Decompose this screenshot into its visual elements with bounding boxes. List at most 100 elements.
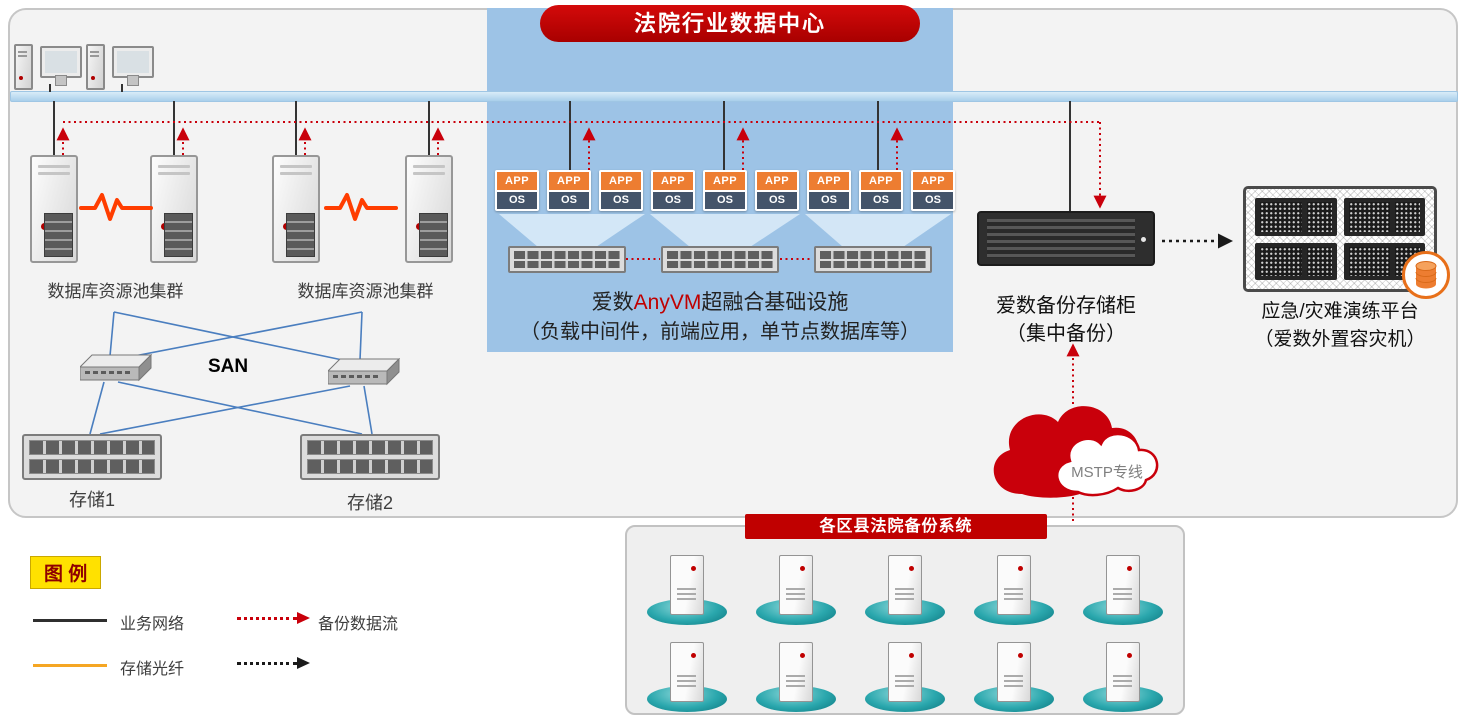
hci-storage-array-icon [814, 246, 932, 273]
server-icon [644, 632, 730, 712]
app-os-unit: APP OS [755, 170, 799, 211]
server-tower [887, 555, 922, 615]
backup-cabinet-label-1: 爱数备份存储柜 [996, 295, 1136, 317]
os-badge: OS [757, 192, 797, 209]
os-badge: OS [497, 192, 537, 209]
database-server-icon [30, 155, 78, 263]
hci-title: 爱数AnyVM超融合基础设施 [489, 286, 951, 316]
app-badge: APP [653, 172, 693, 190]
app-badge: APP [861, 172, 901, 190]
server-icon [971, 545, 1057, 625]
os-badge: OS [549, 192, 589, 209]
server-disk-stack [419, 213, 448, 257]
server-icon [1080, 632, 1166, 712]
drive-row [307, 440, 433, 455]
hci-storage-array-icon [661, 246, 779, 273]
server-icon [971, 632, 1057, 712]
branch-court-server [741, 625, 850, 712]
workstation-monitor-icon [40, 46, 82, 78]
database-icon [1402, 251, 1450, 299]
server-tower [997, 642, 1032, 702]
backup-cabinet-icon [977, 211, 1155, 266]
dr-server-unit [1343, 198, 1425, 236]
workstation-monitor-icon [112, 46, 154, 78]
dr-platform-label-1: 应急/灾难演练平台 [1261, 301, 1419, 322]
legend-storage-fiber-line [33, 664, 107, 667]
legend-backup-flow-label: 备份数据流 [318, 616, 399, 633]
drive-row [820, 260, 926, 268]
server-icon [1080, 545, 1166, 625]
app-badge: APP [549, 172, 589, 190]
branch-court-server [632, 538, 741, 625]
legend-title: 图 例 [30, 556, 102, 589]
dr-server-unit [1255, 198, 1337, 236]
dr-server-unit [1255, 242, 1337, 280]
branch-court-server [1069, 625, 1178, 712]
os-badge: OS [601, 192, 641, 209]
server-tower [669, 555, 704, 615]
drive-row [667, 251, 773, 259]
workstation-tower-icon [14, 44, 33, 90]
os-badge: OS [861, 192, 901, 209]
hci-title-product: AnyVM [633, 291, 702, 314]
server-tower [1106, 555, 1141, 615]
server-tower [1106, 642, 1141, 702]
cluster2-label: 数据库资源池集群 [297, 282, 434, 301]
drive-row [820, 251, 926, 259]
backup-cabinet-label-2: （集中备份） [1006, 323, 1126, 345]
hci-title-brand: 爱数 [591, 291, 634, 314]
cluster1-label: 数据库资源池集群 [47, 282, 184, 301]
app-os-unit: APP OS [859, 170, 903, 211]
server-disk-stack [164, 213, 193, 257]
os-badge: OS [705, 192, 745, 209]
server-tower [778, 642, 813, 702]
datacenter-title-banner: 法院行业数据中心 [540, 5, 920, 42]
branch-court-server [1069, 538, 1178, 625]
drive-row [29, 440, 155, 455]
storage-array-icon [300, 434, 440, 480]
hci-title-rest: 超融合基础设施 [701, 291, 849, 314]
mstp-cloud-label: MSTP专线 [1071, 464, 1143, 481]
server-disk-stack [286, 213, 315, 257]
app-os-unit: APP OS [703, 170, 747, 211]
database-server-icon [405, 155, 453, 263]
branch-court-server [741, 538, 850, 625]
app-badge: APP [757, 172, 797, 190]
drive-row [514, 251, 620, 259]
server-tower [887, 642, 922, 702]
branch-panel-title: 各区县法院备份系统 [745, 514, 1047, 539]
app-badge: APP [913, 172, 953, 190]
san-switch-icon [80, 354, 152, 382]
storage1-label: 存储1 [68, 490, 115, 510]
legend-backup-flow-arrow [237, 611, 310, 624]
branch-court-server [960, 625, 1069, 712]
server-icon [644, 545, 730, 625]
business-network-bus [10, 91, 1458, 102]
branch-court-server [850, 538, 959, 625]
storage2-label: 存储2 [346, 493, 393, 513]
os-badge: OS [913, 192, 953, 209]
drive-row [29, 459, 155, 474]
workstation-tower-icon [86, 44, 105, 90]
legend-storage-fiber-label: 存储光纤 [120, 661, 185, 678]
dr-platform-label-2: （爱数外置容灾机） [1254, 329, 1426, 350]
app-badge: APP [705, 172, 745, 190]
drive-row [667, 260, 773, 268]
server-icon [753, 632, 839, 712]
server-tower [778, 555, 813, 615]
drive-row [307, 459, 433, 474]
legend-business-network-label: 业务网络 [120, 616, 185, 633]
heartbeat-icon [324, 193, 398, 221]
heartbeat-icon [79, 193, 153, 221]
app-os-unit: APP OS [911, 170, 955, 211]
server-tower [669, 642, 704, 702]
branch-server-grid [632, 538, 1178, 712]
database-cylinder [1415, 261, 1437, 289]
hci-subtitle: （负载中间件，前端应用，单节点数据库等） [520, 321, 920, 343]
cabinet-slats [987, 219, 1135, 258]
database-server-icon [150, 155, 198, 263]
